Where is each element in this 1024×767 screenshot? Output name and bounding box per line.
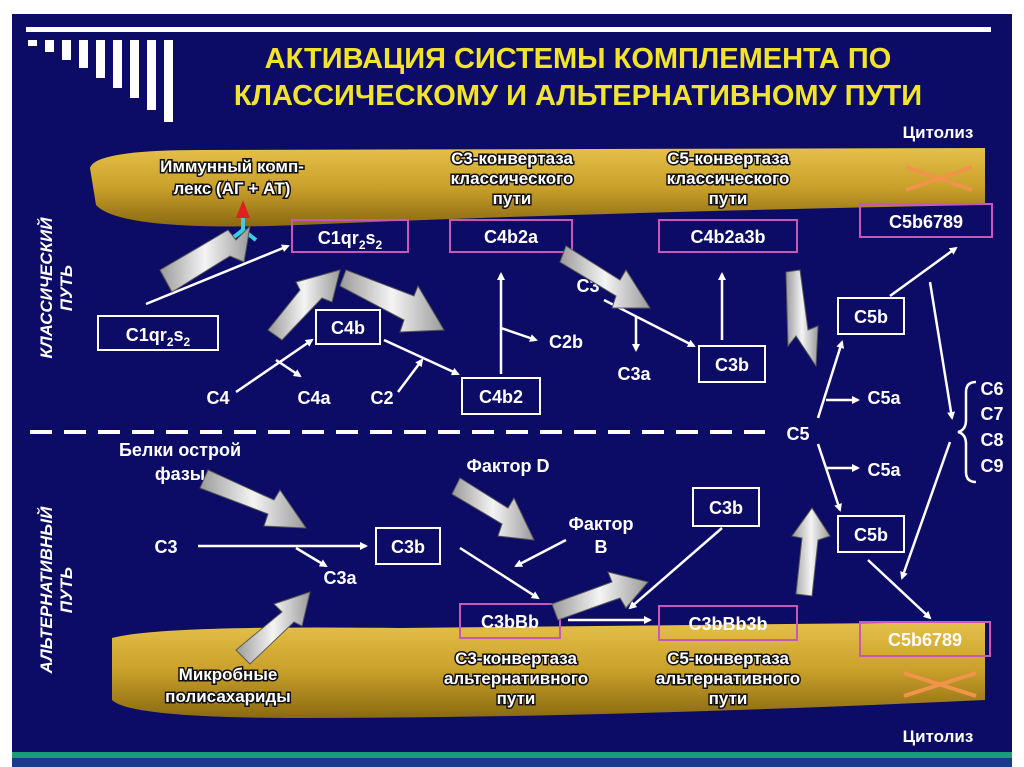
acute-phase-label-1: Белки острой: [119, 440, 241, 460]
c5b-classical-box: [837, 297, 905, 335]
c1qrs-label: C1qr2s2: [126, 325, 191, 349]
top-rule: [26, 27, 991, 32]
c3b-classical-label: C3b: [715, 355, 749, 375]
cytolysis-cross-top: [905, 165, 973, 192]
c4b2a3b-label: C4b2a3b: [690, 227, 765, 247]
c3a-alternative-label: C3a: [323, 568, 357, 588]
c7-label: C7: [980, 404, 1003, 424]
c5-label: C5: [786, 424, 809, 444]
factor-d-label: Фактор D: [467, 456, 550, 476]
c1qrs-active-box: [291, 219, 409, 253]
c3b-alternative-box: [375, 527, 441, 565]
factor-b-label-1: Фактор: [569, 514, 634, 534]
microbial-label-1: Микробные: [179, 665, 278, 684]
title-line-1: АКТИВАЦИЯ СИСТЕМЫ КОМПЛЕМЕНТА ПО: [265, 43, 892, 75]
c4b2-label: C4b2: [479, 387, 523, 407]
c8-label: C8: [980, 430, 1003, 450]
c6-label: C6: [980, 379, 1003, 399]
c5b-alternative-label: C5b: [854, 525, 888, 545]
c5a-classical-label: C5a: [867, 388, 901, 408]
c3a-classical-label: C3a: [617, 364, 651, 384]
c4a-label: C4a: [297, 388, 331, 408]
c3b-classical-box: [698, 345, 766, 383]
alternative-side-label-2: ПУТЬ: [57, 567, 76, 613]
c1qrs-active-label: C1qr2s2: [318, 228, 383, 252]
c3b-top-alternative-label: C3b: [709, 498, 743, 518]
c2-label: C2: [370, 388, 393, 408]
c5b6789-top-label: C5b6789: [889, 212, 963, 232]
c5-convertase-alt-1: С5-конвертаза: [667, 649, 789, 668]
acute-phase-label-2: фазы: [155, 464, 205, 484]
c3bbb-box: [459, 603, 561, 639]
c3b-alternative-label: C3b: [391, 537, 425, 557]
c3-convertase-classical-1: С3-конвертаза: [451, 149, 573, 168]
microbial-label-2: полисахариды: [165, 687, 291, 706]
c5-convertase-alt-3: пути: [709, 689, 748, 708]
c5b6789-bottom-label: C5b6789: [888, 630, 962, 650]
c3-convertase-classical-2: классического: [451, 169, 574, 188]
c6-c9-brace: [957, 380, 977, 484]
c3bbb3b-box: [658, 605, 798, 641]
cytolysis-bottom: Цитолиз: [903, 727, 974, 746]
title-line-2: КЛАССИЧЕСКОМУ И АЛЬТЕРНАТИВНОМУ ПУТИ: [234, 80, 922, 112]
c1qrs-box: [97, 315, 219, 351]
c4b-label: C4b: [331, 318, 365, 338]
classical-side-label-2: ПУТЬ: [57, 265, 76, 311]
footer-stripe-green: [12, 752, 1012, 758]
c3bbb3b-label: C3bBb3b: [688, 614, 767, 634]
c5-convertase-classical-2: классического: [667, 169, 790, 188]
c9-label: C9: [980, 456, 1003, 476]
c5-convertase-classical-1: С5-конвертаза: [667, 149, 789, 168]
c3-convertase-alt-3: пути: [497, 689, 536, 708]
c4b2a-label: C4b2a: [484, 227, 539, 247]
c3-convertase-alt-1: С3-конвертаза: [455, 649, 577, 668]
factor-b-label-2: В: [595, 537, 608, 557]
c3-convertase-classical-3: пути: [493, 189, 532, 208]
block-arrows: [159, 224, 831, 665]
c4b2a-box: [449, 219, 573, 253]
c4b-box: [315, 309, 381, 345]
c3-convertase-alt-2: альтернативного: [444, 669, 588, 688]
cytolysis-top: Цитолиз: [903, 123, 974, 142]
cytolysis-cross-bottom: [903, 671, 977, 698]
membrane-bottom: [112, 622, 985, 718]
c3b-top-alternative-box: [692, 487, 760, 527]
immune-complex-label-1: Иммунный комп-: [160, 157, 304, 176]
c5-convertase-classical-3: пути: [709, 189, 748, 208]
c5-convertase-alt-2: альтернативного: [656, 669, 800, 688]
membrane-top: [90, 148, 985, 227]
c4b2a3b-box: [658, 219, 798, 253]
footer-stripe-dark: [12, 758, 1012, 767]
c3bbb-label: C3bBb: [481, 612, 539, 632]
c4b2-box: [461, 377, 541, 415]
c3-alternative-label: C3: [154, 537, 177, 557]
c5b-alternative-box: [837, 515, 905, 553]
c5a-alternative-label: C5a: [867, 460, 901, 480]
c5b-classical-label: C5b: [854, 307, 888, 327]
alternative-side-label-1: АЛЬТЕРНАТИВНЫЙ: [36, 506, 56, 675]
classical-side-label-1: КЛАССИЧЕСКИЙ: [36, 217, 56, 359]
c2b-label: C2b: [549, 332, 583, 352]
top-left-bars: [28, 40, 173, 122]
c5b6789-bottom-box: [859, 621, 991, 657]
c5b6789-top-box: [859, 203, 993, 238]
immune-complex-label-2: лекс (АГ + АТ): [174, 179, 291, 198]
c4-label: C4: [206, 388, 229, 408]
